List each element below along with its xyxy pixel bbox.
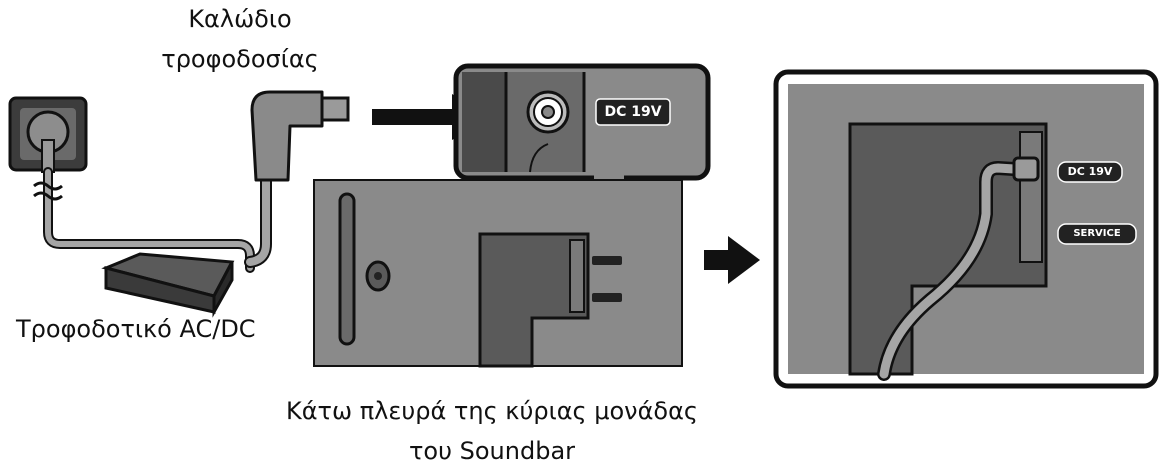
service-result-label: SERVICE <box>1073 228 1121 239</box>
dc-plug <box>250 90 350 182</box>
soundbar-caption-line2: του Soundbar <box>408 437 576 465</box>
wall-outlet <box>8 96 88 173</box>
adapter-label: Τροφοδοτικό AC/DC <box>16 315 256 343</box>
soundbar-bottom-panel <box>313 179 683 368</box>
dc-19v-result-label: DC 19V <box>1067 165 1113 178</box>
power-cable-label-line1: Καλώδιο <box>188 5 292 33</box>
ac-dc-adapter <box>101 252 235 318</box>
port-zoom-panel <box>453 63 711 240</box>
arrow-to-result <box>704 236 760 284</box>
result-panel <box>773 69 1159 389</box>
outlet-cable <box>33 167 255 273</box>
power-cable-label-line2: τροφοδοσίας <box>161 45 319 73</box>
dc-19v-zoom-label: DC 19V <box>604 104 662 120</box>
dc-cable <box>244 174 272 268</box>
soundbar-caption-line1: Κάτω πλευρά της κύριας μονάδας <box>286 397 698 425</box>
